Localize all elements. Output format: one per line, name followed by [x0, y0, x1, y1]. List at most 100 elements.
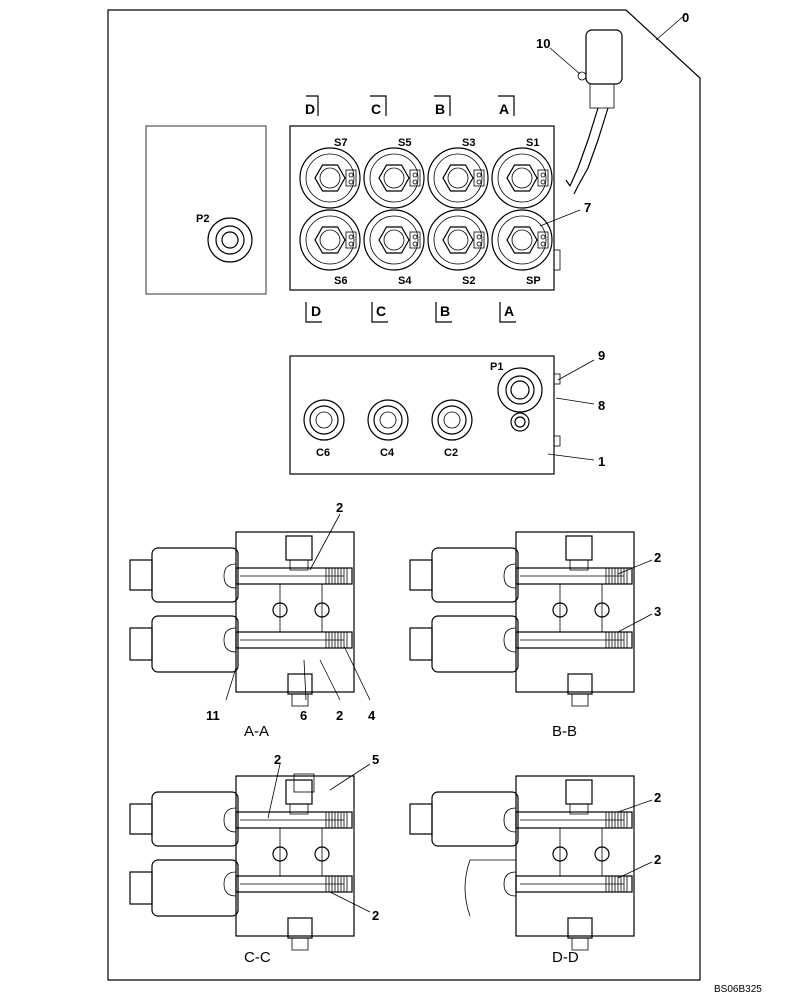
marker-a-bottom: A	[504, 303, 514, 319]
plug-bottom	[567, 917, 593, 939]
side-view: P2	[145, 125, 267, 295]
marker-b-bottom: B	[440, 303, 450, 319]
spool-bore	[223, 807, 353, 833]
port-c6-label: C6	[316, 447, 330, 459]
plug-stem	[569, 559, 589, 571]
plug-top	[565, 535, 593, 561]
marker-d-top: D	[305, 101, 315, 117]
section-markers-top: D C B A	[305, 95, 515, 117]
marker-c-bottom: C	[376, 303, 386, 319]
port-p1-label: P1	[490, 361, 503, 373]
plug-bottom	[287, 917, 313, 939]
plug-bottom	[287, 673, 313, 695]
section-view-d-d	[409, 775, 635, 951]
callout-leaders-sections	[225, 513, 653, 913]
plug-bottom-tip	[571, 937, 589, 951]
valve-body	[235, 775, 355, 937]
marker-d-bottom: D	[311, 303, 321, 319]
marker-a-top: A	[499, 101, 509, 117]
callout-8: 8	[598, 398, 605, 413]
section-title-c-c: C-C	[244, 949, 271, 966]
spool-bore	[503, 807, 633, 833]
solenoid-body	[151, 547, 239, 603]
port-c2-label: C2	[444, 447, 458, 459]
solenoid-s6-label: S6	[334, 275, 347, 287]
connector-harness	[549, 29, 623, 195]
port-c4-label: C4	[380, 447, 395, 459]
marker-c-top: C	[371, 101, 381, 117]
plug-bottom-tip	[291, 937, 309, 951]
callout-11: 11	[206, 708, 220, 723]
solenoid-coil	[299, 147, 361, 209]
section-view-b-b	[409, 531, 635, 707]
callout-7: 7	[584, 200, 591, 215]
solenoid-cap	[129, 871, 153, 905]
port-p2-label: P2	[196, 213, 209, 225]
work-port	[431, 399, 473, 441]
callout-2-aa-top: 2	[336, 500, 343, 515]
callout-2-bb: 2	[654, 550, 661, 565]
work-port	[303, 399, 345, 441]
drawing-frame	[107, 9, 701, 981]
callout-10: 10	[536, 36, 550, 51]
section-title-d-d: D-D	[552, 949, 579, 966]
solenoid-cap	[129, 803, 153, 835]
marker-b-top: B	[435, 101, 445, 117]
solenoid-cap	[129, 627, 153, 661]
plug-bottom-tip	[291, 693, 309, 707]
solenoid-cap	[409, 803, 433, 835]
plug-top	[285, 535, 313, 561]
valve-body	[515, 531, 635, 693]
front-view-block: P1 C6 C4 C2	[289, 355, 561, 475]
spool-bore	[503, 627, 633, 653]
frame-number: 0	[682, 10, 689, 25]
solenoid-sp-label: SP	[526, 275, 541, 287]
callout-2-cc-top: 2	[274, 752, 281, 767]
coil-outline	[464, 859, 516, 917]
section-title-a-a: A-A	[244, 723, 269, 740]
section-view-c-c	[129, 773, 355, 951]
solenoid-body	[151, 859, 239, 917]
callout-2-dd-bottom: 2	[654, 852, 661, 867]
plug-bottom	[567, 673, 593, 695]
callout-leaders-upper	[539, 209, 595, 461]
callout-2-cc-bottom: 2	[372, 908, 379, 923]
solenoid-cap	[409, 559, 433, 591]
callout-5: 5	[372, 752, 379, 767]
callout-6: 6	[300, 708, 307, 723]
frame-leader	[655, 13, 687, 41]
solenoid-coil	[427, 209, 489, 271]
solenoid-coil	[427, 147, 489, 209]
callout-1: 1	[598, 454, 605, 469]
solenoid-s3-label: S3	[462, 137, 475, 149]
section-markers-bottom: D C B A	[305, 302, 516, 323]
spool-bore	[223, 871, 353, 897]
solenoid-cap	[409, 627, 433, 661]
callout-2-aa-bottom: 2	[336, 708, 343, 723]
plug-stem	[289, 803, 309, 815]
plug-stem	[289, 559, 309, 571]
solenoid-s2-label: S2	[462, 275, 475, 287]
solenoid-body	[151, 615, 239, 673]
plug-top	[565, 779, 593, 805]
solenoid-body	[431, 547, 519, 603]
valve-body	[515, 775, 635, 937]
section-view-a-a	[129, 531, 355, 707]
solenoid-cap	[129, 559, 153, 591]
solenoid-s5-label: S5	[398, 137, 411, 149]
callout-3: 3	[654, 604, 661, 619]
section-title-b-b: B-B	[552, 723, 577, 740]
callout-9: 9	[598, 348, 605, 363]
solenoid-coil	[363, 209, 425, 271]
solenoid-coil	[363, 147, 425, 209]
solenoid-body	[431, 791, 519, 847]
spool-bore	[503, 871, 633, 897]
solenoid-s4-label: S4	[398, 275, 412, 287]
plug-bottom-tip	[571, 693, 589, 707]
solenoid-coil	[491, 147, 553, 209]
spool-bore	[223, 627, 353, 653]
solenoid-body	[151, 791, 239, 847]
callout-2-dd-top: 2	[654, 790, 661, 805]
valve-body	[235, 531, 355, 693]
